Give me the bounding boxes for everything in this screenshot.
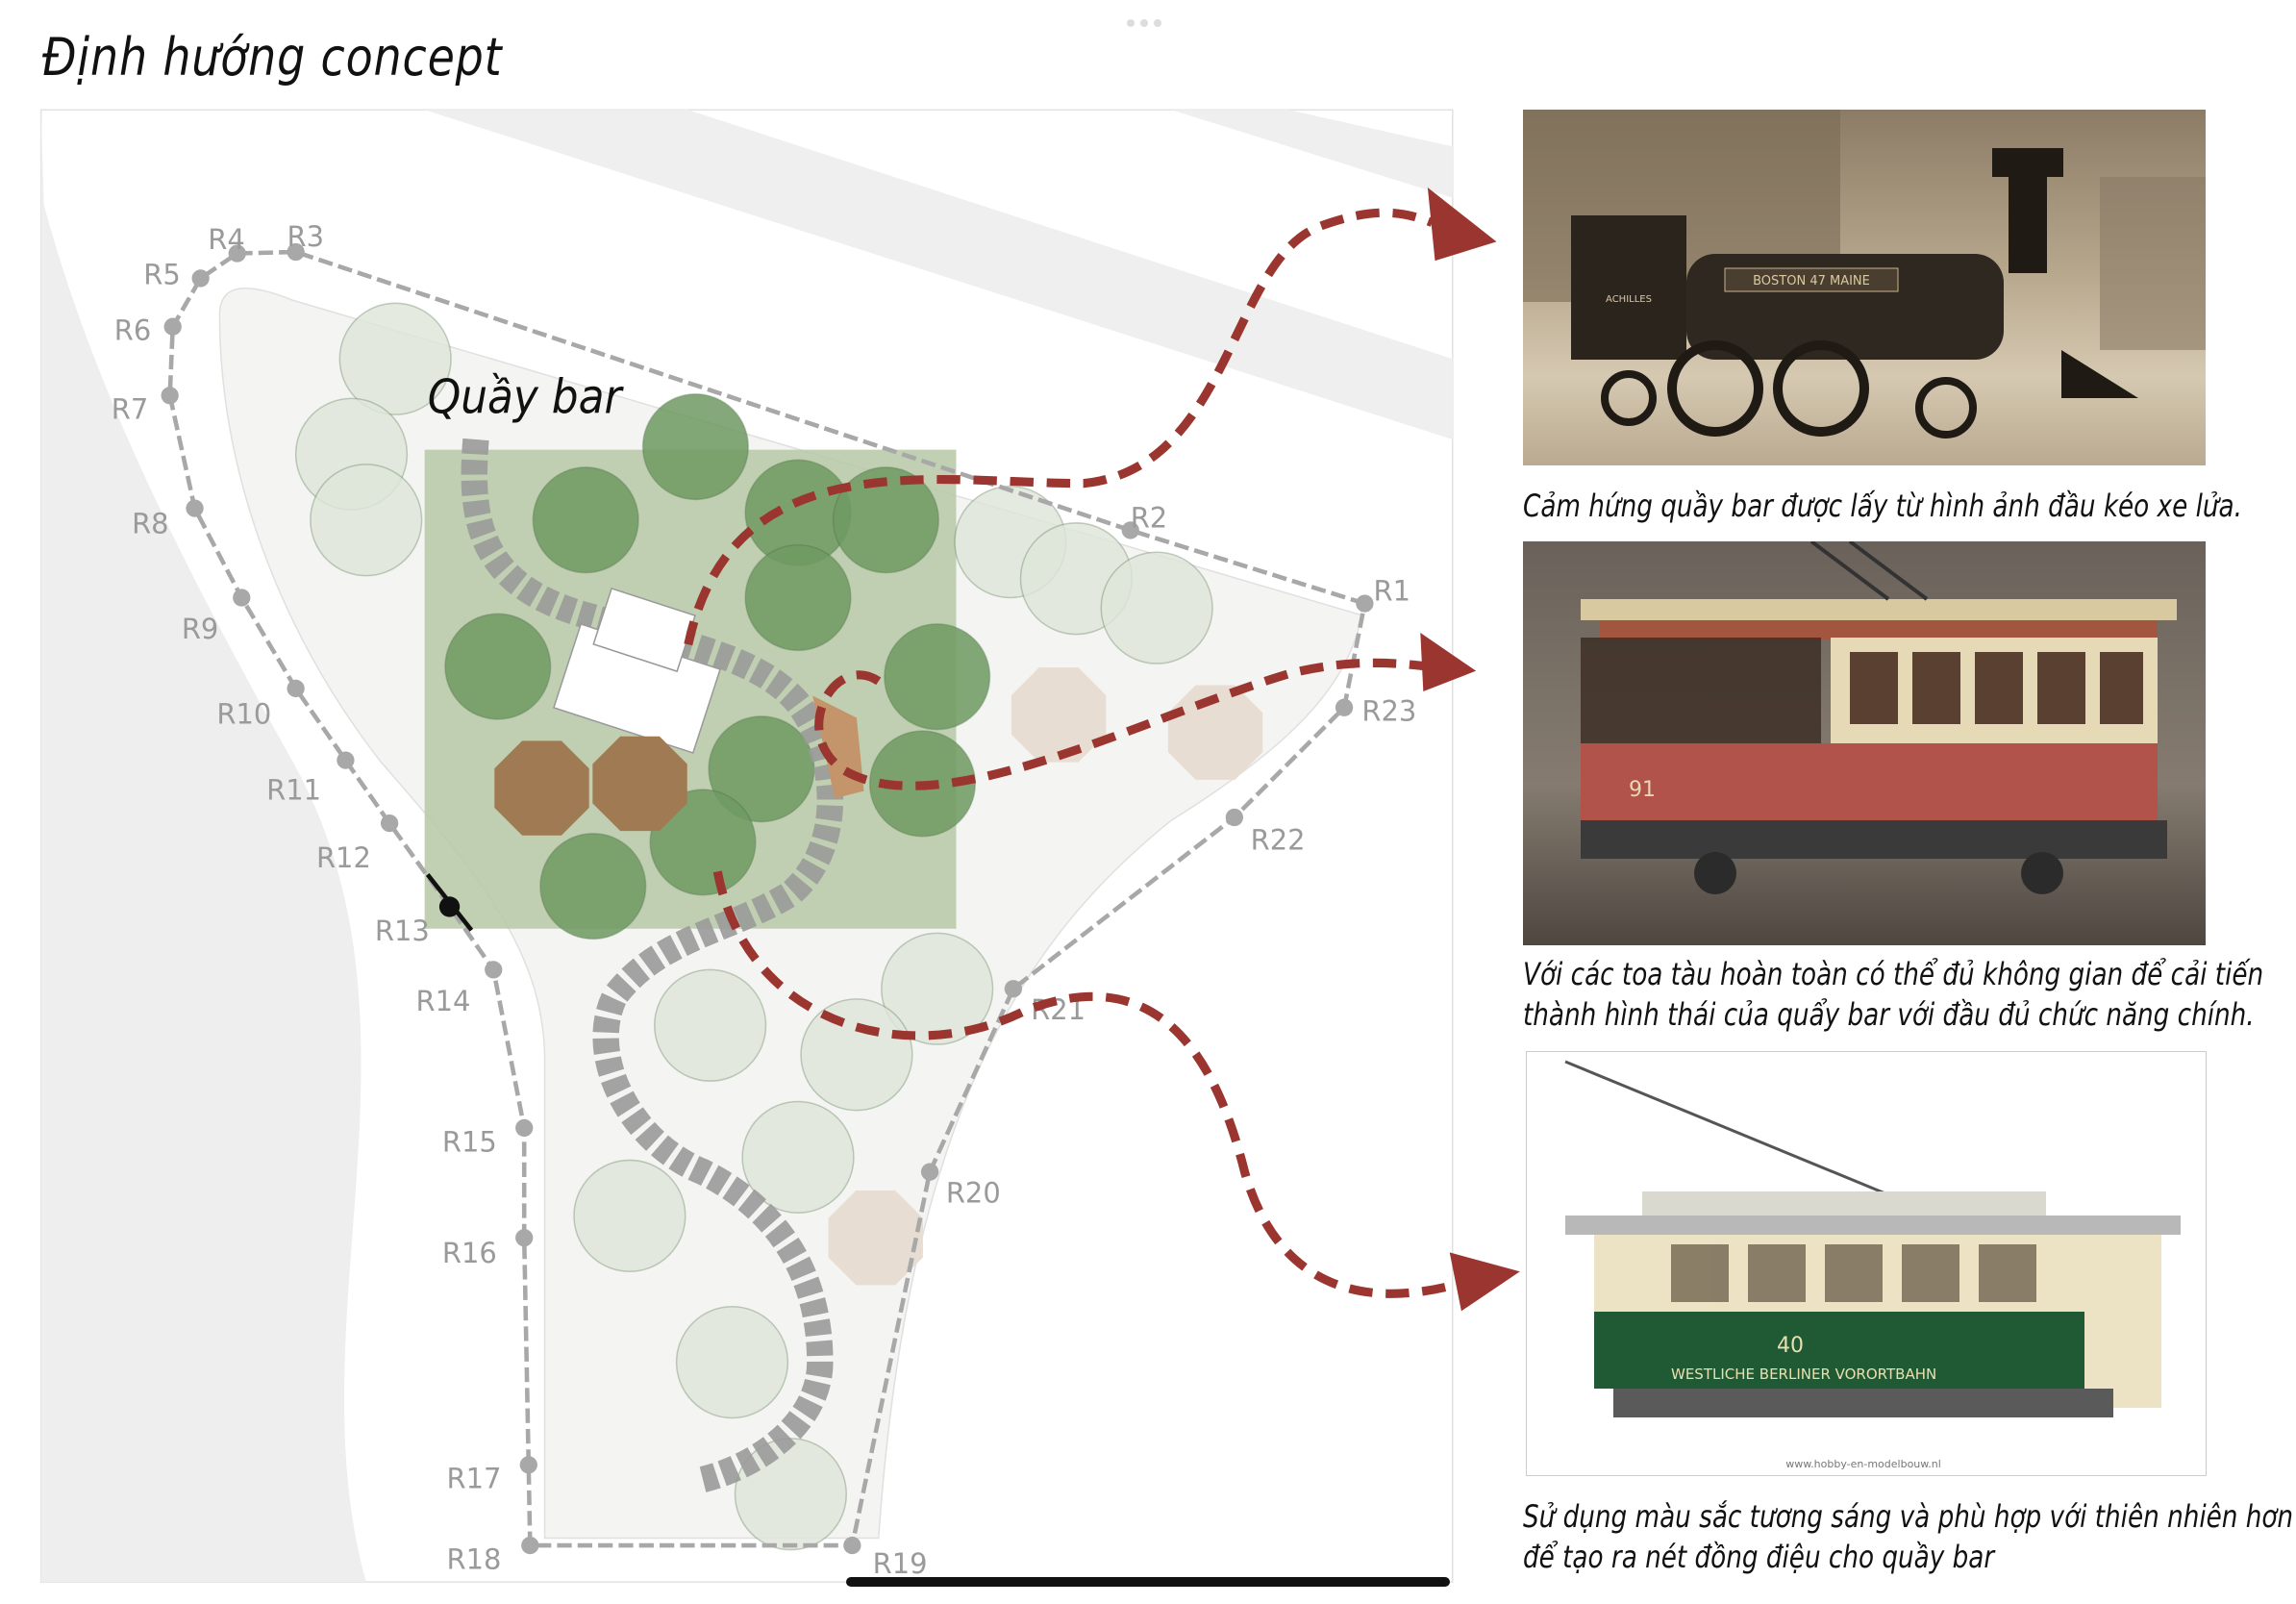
tree-icon (641, 393, 749, 501)
boundary-point-label: R16 (442, 1237, 497, 1269)
tree-icon (532, 466, 639, 574)
photo-watermark: www.hobby-en-modelbouw.nl (1785, 1458, 1941, 1470)
boundary-point-label: R11 (266, 774, 321, 807)
caption-locomotive: Cảm hứng quầy bar được lấy từ hình ảnh đ… (1523, 488, 2242, 524)
tram-model-livery-text: WESTLICHE BERLINER VORORTBAHN (1671, 1366, 1936, 1383)
bar-counter (552, 587, 864, 799)
arrowheads (1420, 187, 1520, 1312)
boundary-point-marker (1356, 594, 1374, 613)
boundary-point-label: R4 (208, 223, 244, 256)
tree-icon (832, 466, 939, 574)
boundary-point-marker (843, 1536, 861, 1555)
tree-icon (800, 998, 913, 1112)
bar-label: Quầy bar (428, 369, 625, 424)
tree-icon (741, 1100, 855, 1215)
tree-icon (654, 968, 767, 1082)
page-title: Định hướng concept (42, 27, 503, 88)
green-tram-model-photo: 40 WESTLICHE BERLINER VORORTBAHN www.hob… (1526, 1051, 2207, 1476)
arrow-to-tram (814, 658, 1429, 790)
tree-icon (310, 464, 423, 577)
boundary-point-label: R2 (1131, 501, 1167, 534)
umbrella-icon (494, 740, 589, 836)
boundary-point-marker (163, 317, 182, 336)
arrowhead-icon (1449, 1252, 1520, 1312)
boundary-point-marker (1004, 980, 1023, 998)
boundary-point-label: R1 (1374, 575, 1410, 608)
boundary-point-label: R3 (287, 220, 324, 253)
boundary-point-marker (920, 1163, 939, 1181)
boundary-point-marker (519, 1456, 537, 1474)
tram-number-text: 91 (1629, 778, 1656, 802)
boundary-point-marker (191, 269, 210, 288)
boundary-point-marker (1121, 521, 1139, 539)
tree-icon (649, 789, 757, 896)
boundary-point-marker (1335, 698, 1354, 716)
boundary-point-marker (337, 751, 355, 769)
boundary-point-marker (521, 1536, 539, 1555)
boundary-point-marker (1225, 808, 1243, 827)
umbrellas (494, 667, 1263, 1286)
tree-icon (539, 832, 647, 940)
boundary-point-marker (380, 814, 399, 833)
umbrella-icon (828, 1190, 923, 1286)
caption-model: Sử dụng màu sắc tương sáng và phù hợp vớ… (1523, 1498, 2294, 1575)
tree-icon (573, 1159, 686, 1272)
caption-tram: Với các toa tàu hoàn toàn có thể đủ khôn… (1523, 956, 2264, 1033)
boundary-point-label: R8 (132, 507, 168, 539)
boundary-points: R1R2R3R4R5R6R7R8R9R10R11R12R13R14R15R16R… (112, 220, 1417, 1580)
locomotive-plate-text: BOSTON 47 MAINE (1753, 274, 1870, 288)
tram-model-number: 40 (1777, 1334, 1804, 1358)
boundary-point-label: R18 (447, 1542, 502, 1575)
boundary-point-marker (287, 242, 305, 262)
boundary-point-label: R20 (946, 1177, 1001, 1210)
arrow-to-model (712, 870, 1451, 1298)
tree-icon (444, 613, 552, 720)
boundary-point-marker (515, 1118, 534, 1138)
boundary-point-label: R23 (1361, 694, 1416, 727)
umbrella-icon (592, 736, 687, 832)
boundary-point-marker (228, 244, 246, 263)
trees (294, 302, 1213, 1551)
tree-icon (1100, 551, 1213, 664)
boundary-point-marker (287, 679, 305, 698)
home-indicator[interactable] (846, 1577, 1450, 1587)
boundary-point-label: R14 (416, 985, 471, 1017)
arrowhead-icon (1420, 633, 1477, 691)
steam-locomotive-photo: BOSTON 47 MAINE ACHILLES (1523, 110, 2206, 465)
boundary-point-marker (186, 499, 204, 517)
boundary-point-label: R17 (447, 1463, 502, 1495)
boundary-point-label: R22 (1251, 824, 1306, 857)
boundary-point-label: R12 (316, 841, 371, 874)
umbrella-icon (1167, 685, 1263, 780)
tree-icon (675, 1306, 789, 1419)
boundary-point-label: R5 (143, 259, 180, 291)
boundary-point-label: R9 (182, 613, 218, 645)
tree-icon (881, 932, 994, 1045)
boundary-point-label: R15 (442, 1125, 497, 1158)
boundary-point-label: R10 (216, 698, 271, 731)
boundary-point-marker (233, 589, 251, 607)
boundary-point-marker (515, 1229, 534, 1247)
vintage-tram-car-photo: 91 (1523, 541, 2206, 945)
concept-arrows (684, 208, 1451, 1298)
window-dots[interactable] (1127, 19, 1169, 27)
arrow-to-locomotive (684, 208, 1435, 646)
tree-icon (338, 302, 452, 415)
boundary-point-label: R6 (114, 313, 151, 346)
boundary-point-label: R13 (375, 915, 430, 947)
tree-icon (884, 623, 991, 731)
boundary-point-label: R19 (873, 1547, 928, 1580)
boundary-point-label: R7 (112, 393, 148, 426)
tree-icon (744, 543, 852, 652)
boundary-point-marker (161, 387, 179, 405)
umbrella-icon (1011, 667, 1107, 763)
boundary-point-marker (485, 961, 503, 979)
boundary-point-marker (438, 896, 461, 917)
arrowhead-icon (1427, 187, 1497, 262)
locomotive-name-text: ACHILLES (1606, 294, 1652, 305)
